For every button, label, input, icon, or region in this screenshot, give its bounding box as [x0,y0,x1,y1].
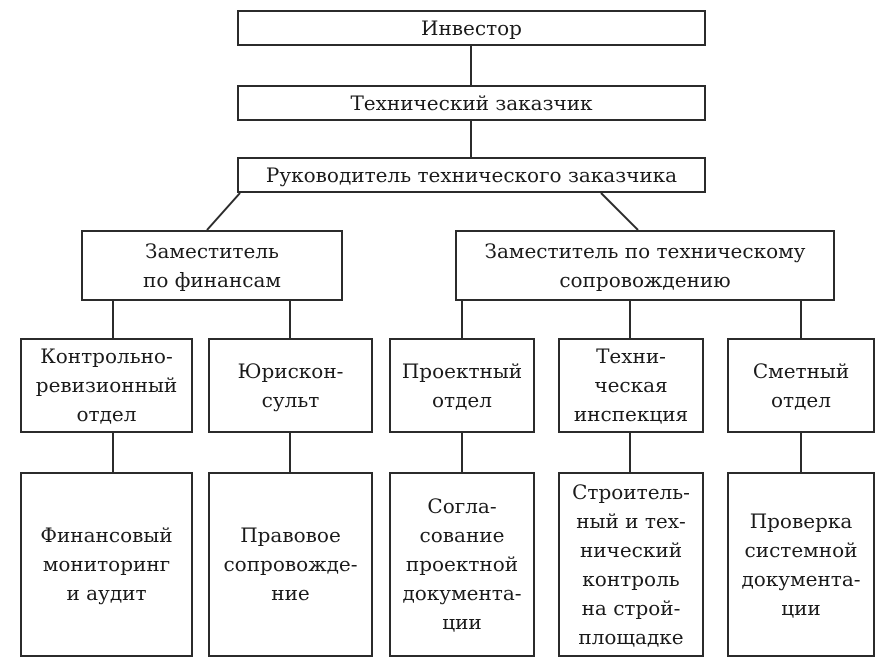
deputy-finance-box: Заместитель по финансам [81,230,343,301]
function-legal-support-box: Правовое сопровожде- ние [208,472,373,657]
dept-estimate-box: Сметный отдел [727,338,875,433]
dept-design-box: Проектный отдел [389,338,535,433]
function-design-approval-box: Согла- сование проектной документа- ции [389,472,535,657]
deputy-technical-box: Заместитель по техническому сопровождени… [455,230,835,301]
function-documentation-check-box: Проверка системной документа- ции [727,472,875,657]
function-financial-monitoring-box: Финансовый мониторинг и аудит [20,472,193,657]
connector-head-deputy-finance [206,192,241,231]
investor-box: Инвестор [237,10,706,46]
function-construction-control-box: Строитель- ный и тех- нический контроль … [558,472,704,657]
head-box: Руководитель технического заказчика [237,157,706,193]
connector-head-deputy-technical [600,192,639,231]
dept-technical-inspection-box: Техни- ческая инспекция [558,338,704,433]
technical-customer-box: Технический заказчик [237,85,706,121]
dept-control-audit-box: Контрольно- ревизионный отдел [20,338,193,433]
dept-legal-counsel-box: Юрискон- сульт [208,338,373,433]
